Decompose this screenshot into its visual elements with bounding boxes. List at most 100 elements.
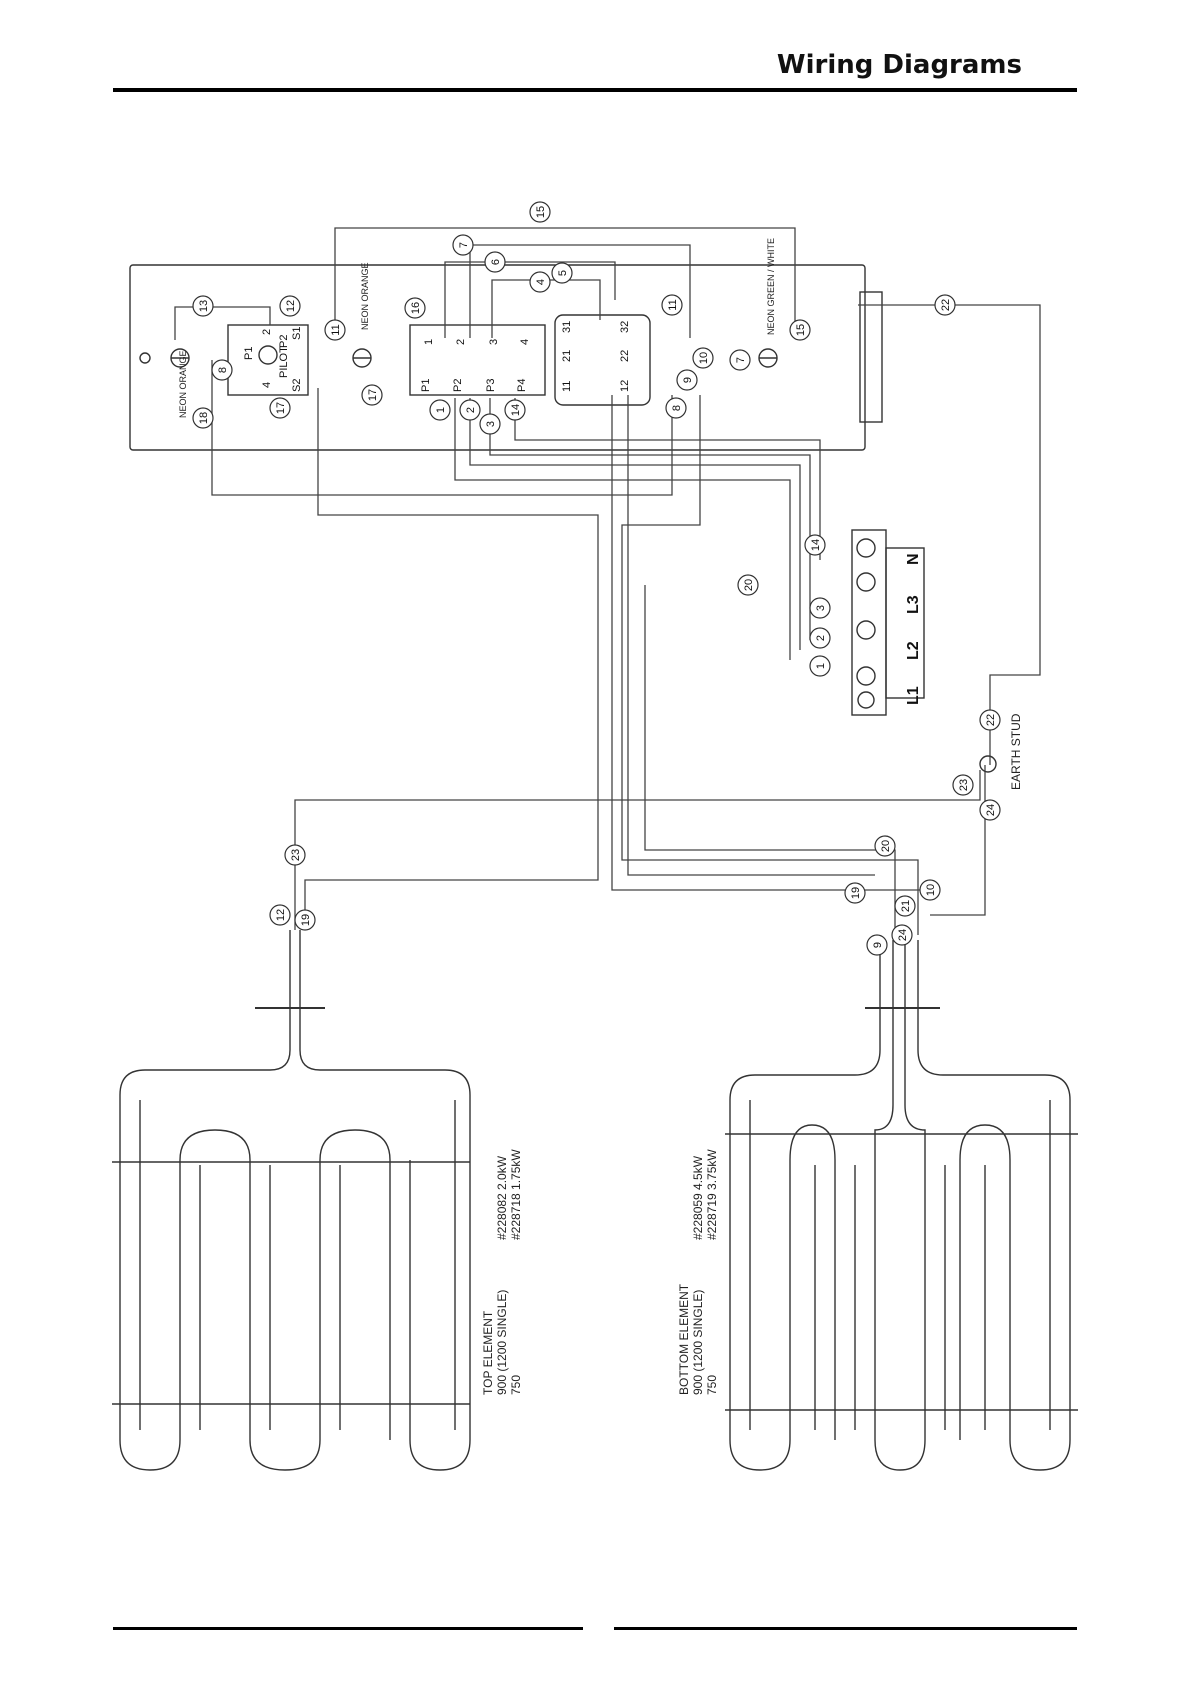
svg-text:12: 12	[285, 300, 297, 312]
svg-text:11: 11	[330, 324, 342, 335]
terminal-n: N	[905, 553, 922, 565]
svg-text:22: 22	[985, 714, 997, 726]
aux-32: 32	[619, 321, 631, 333]
wire-number-4: 4	[529, 271, 551, 293]
neon-orange-left-label: NEON ORANGE	[178, 350, 188, 418]
svg-text:14: 14	[810, 539, 822, 551]
wire-number-6: 6	[484, 251, 506, 273]
earth-stud-label: EARTH STUD	[1009, 713, 1023, 790]
wire-number-11: 11	[324, 319, 346, 341]
terminal-l1: L1	[905, 686, 922, 705]
svg-text:6: 6	[490, 259, 502, 265]
svg-text:1: 1	[435, 407, 447, 413]
thermostat-4: 4	[261, 382, 273, 388]
svg-text:3: 3	[815, 605, 827, 611]
page-title: Wiring Diagrams	[776, 50, 1022, 80]
wire-number-24: 24	[891, 924, 913, 946]
thermostat-pilot: PILOT	[278, 346, 290, 378]
svg-text:9: 9	[682, 377, 694, 383]
svg-text:19: 19	[300, 914, 312, 926]
svg-text:16: 16	[410, 302, 422, 314]
switch-p3: P3	[485, 379, 497, 392]
wire-number-23: 23	[952, 774, 974, 796]
wire-number-22: 22	[934, 294, 956, 316]
wire-number-12: 12	[269, 904, 291, 926]
terminal-l2: L2	[905, 641, 922, 660]
panel-flange	[859, 291, 883, 423]
top-element-labels: TOP ELEMENT 900 (1200 SINGLE) 750 #22808…	[481, 1149, 523, 1395]
wire-number-11: 11	[661, 294, 683, 316]
wire-number-22: 22	[979, 709, 1001, 731]
bottom-element-labels: BOTTOM ELEMENT 900 (1200 SINGLE) 750 #22…	[677, 1149, 719, 1395]
svg-text:17: 17	[275, 402, 287, 414]
wire-number-8: 8	[211, 359, 233, 381]
top-element-size-1: 900 (1200 SINGLE)	[495, 1290, 509, 1395]
aux-switch	[554, 314, 651, 406]
wire-number-9: 9	[866, 934, 888, 956]
top-element-part-1: #228082 2.0kW	[495, 1155, 509, 1240]
wire-number-24: 24	[979, 799, 1001, 821]
svg-text:8: 8	[671, 405, 683, 411]
neon-green-white-icon	[758, 348, 778, 368]
switch-contact-4: 4	[519, 339, 531, 345]
wire-number-19: 19	[294, 909, 316, 931]
wire-number-5: 5	[551, 262, 573, 284]
thermostat-2: 2	[261, 329, 273, 335]
wire-number-3: 3	[479, 413, 501, 435]
wire-number-9: 9	[676, 369, 698, 391]
wire-number-7: 7	[729, 349, 751, 371]
thermostat-spindle	[258, 345, 278, 365]
wire-number-19: 19	[844, 882, 866, 904]
bottom-element-size-2: 750	[705, 1375, 719, 1395]
terminal-l3: L3	[905, 595, 922, 614]
earth-stud-icon	[979, 755, 997, 773]
wire-number-10: 10	[692, 347, 714, 369]
svg-text:8: 8	[217, 367, 229, 373]
aux-12: 12	[619, 380, 631, 392]
bottom-element-part-1: #228059 4.5kW	[691, 1155, 705, 1240]
svg-text:13: 13	[198, 300, 210, 312]
footer-rule-left	[113, 1627, 583, 1630]
wire-number-13: 13	[192, 295, 214, 317]
wiring	[174, 227, 1041, 935]
thermostat-s2: S2	[291, 379, 303, 392]
svg-text:10: 10	[925, 884, 937, 896]
wire-number-14: 14	[804, 534, 826, 556]
svg-text:1: 1	[815, 663, 827, 669]
panel-hole	[139, 352, 151, 364]
svg-text:21: 21	[900, 900, 912, 912]
switch-contact-1: 1	[423, 339, 435, 345]
wire-number-18: 18	[192, 407, 214, 429]
neon-orange-mid-icon	[352, 348, 372, 368]
aux-11: 11	[561, 381, 573, 392]
svg-text:15: 15	[535, 206, 547, 218]
svg-text:18: 18	[198, 412, 210, 424]
aux-22: 22	[619, 350, 631, 362]
neon-orange-left-icon	[170, 348, 190, 368]
footer-rule-right	[614, 1627, 1077, 1630]
wire-number-17: 17	[361, 384, 383, 406]
wire-number-15: 15	[529, 201, 551, 223]
switch-p4: P4	[516, 379, 528, 392]
aux-21: 21	[561, 350, 573, 362]
svg-text:22: 22	[940, 299, 952, 311]
switch-contact-3: 3	[488, 339, 500, 345]
thermostat-p1: P1	[243, 347, 255, 360]
wire-number-7: 7	[452, 234, 474, 256]
wire-number-16: 16	[404, 297, 426, 319]
svg-text:23: 23	[290, 849, 302, 861]
bottom-element	[725, 940, 1078, 1471]
wire-number-2: 2	[809, 627, 831, 649]
wire-number-12: 12	[279, 295, 301, 317]
svg-text:19: 19	[850, 887, 862, 899]
top-element-size-2: 750	[509, 1375, 523, 1395]
svg-text:23: 23	[958, 779, 970, 791]
wire-number-10: 10	[919, 879, 941, 901]
wire-number-21: 21	[894, 895, 916, 917]
top-element-title: TOP ELEMENT	[481, 1310, 495, 1395]
svg-text:10: 10	[698, 352, 710, 364]
wire-number-8: 8	[665, 397, 687, 419]
top-element-part-2: #228718 1.75kW	[509, 1149, 523, 1240]
